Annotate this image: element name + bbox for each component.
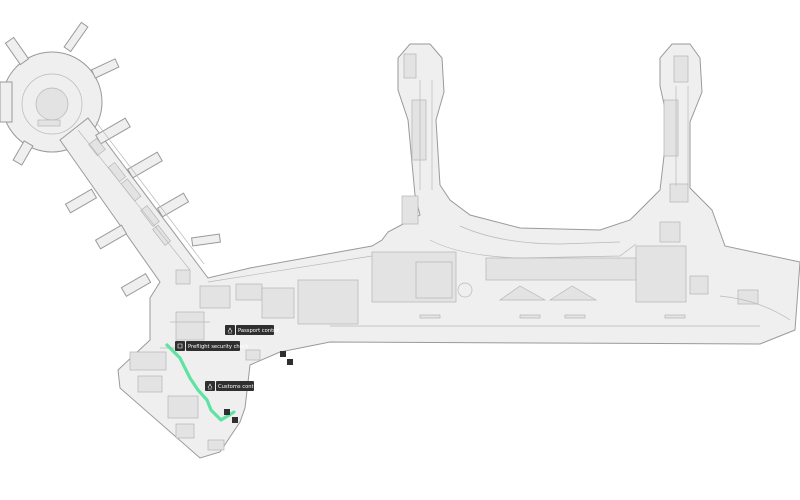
gate-bridge xyxy=(120,272,152,298)
gate-bridge xyxy=(12,140,34,166)
passport-control-label: Passport control xyxy=(238,328,280,334)
interior-rooms xyxy=(21,53,791,451)
elevator-icon xyxy=(232,417,238,423)
gate-bridge xyxy=(191,233,221,247)
security-check-marker[interactable]: Preflight security check xyxy=(175,341,249,351)
terminal-floor xyxy=(0,21,800,459)
stairs-marker[interactable] xyxy=(280,351,293,365)
security-check-icon xyxy=(175,341,185,351)
security-check-label: Preflight security check xyxy=(188,344,249,350)
gate-bridge xyxy=(156,192,190,218)
gate-bridge xyxy=(127,151,163,179)
gate-bridge xyxy=(94,224,128,250)
main-concourse xyxy=(59,43,800,459)
gate-bridge xyxy=(63,21,89,53)
stairs-icon xyxy=(280,351,286,357)
customs-control-icon xyxy=(205,381,215,391)
gate-bridge xyxy=(90,58,120,79)
gate-bridge xyxy=(95,117,131,145)
passport-control-icon xyxy=(225,325,235,335)
customs-control-marker[interactable]: Customs control xyxy=(205,381,260,391)
elevator-icon xyxy=(287,359,293,365)
passport-control-marker[interactable]: Passport control xyxy=(225,325,280,335)
stairs-icon xyxy=(224,409,230,415)
gate-bridge xyxy=(64,188,98,214)
customs-control-label: Customs control xyxy=(218,384,260,390)
gate-bridge xyxy=(4,36,30,66)
stairs-marker-south[interactable] xyxy=(224,409,238,423)
rotunda-west-wing xyxy=(0,81,13,123)
route-path xyxy=(165,343,236,422)
